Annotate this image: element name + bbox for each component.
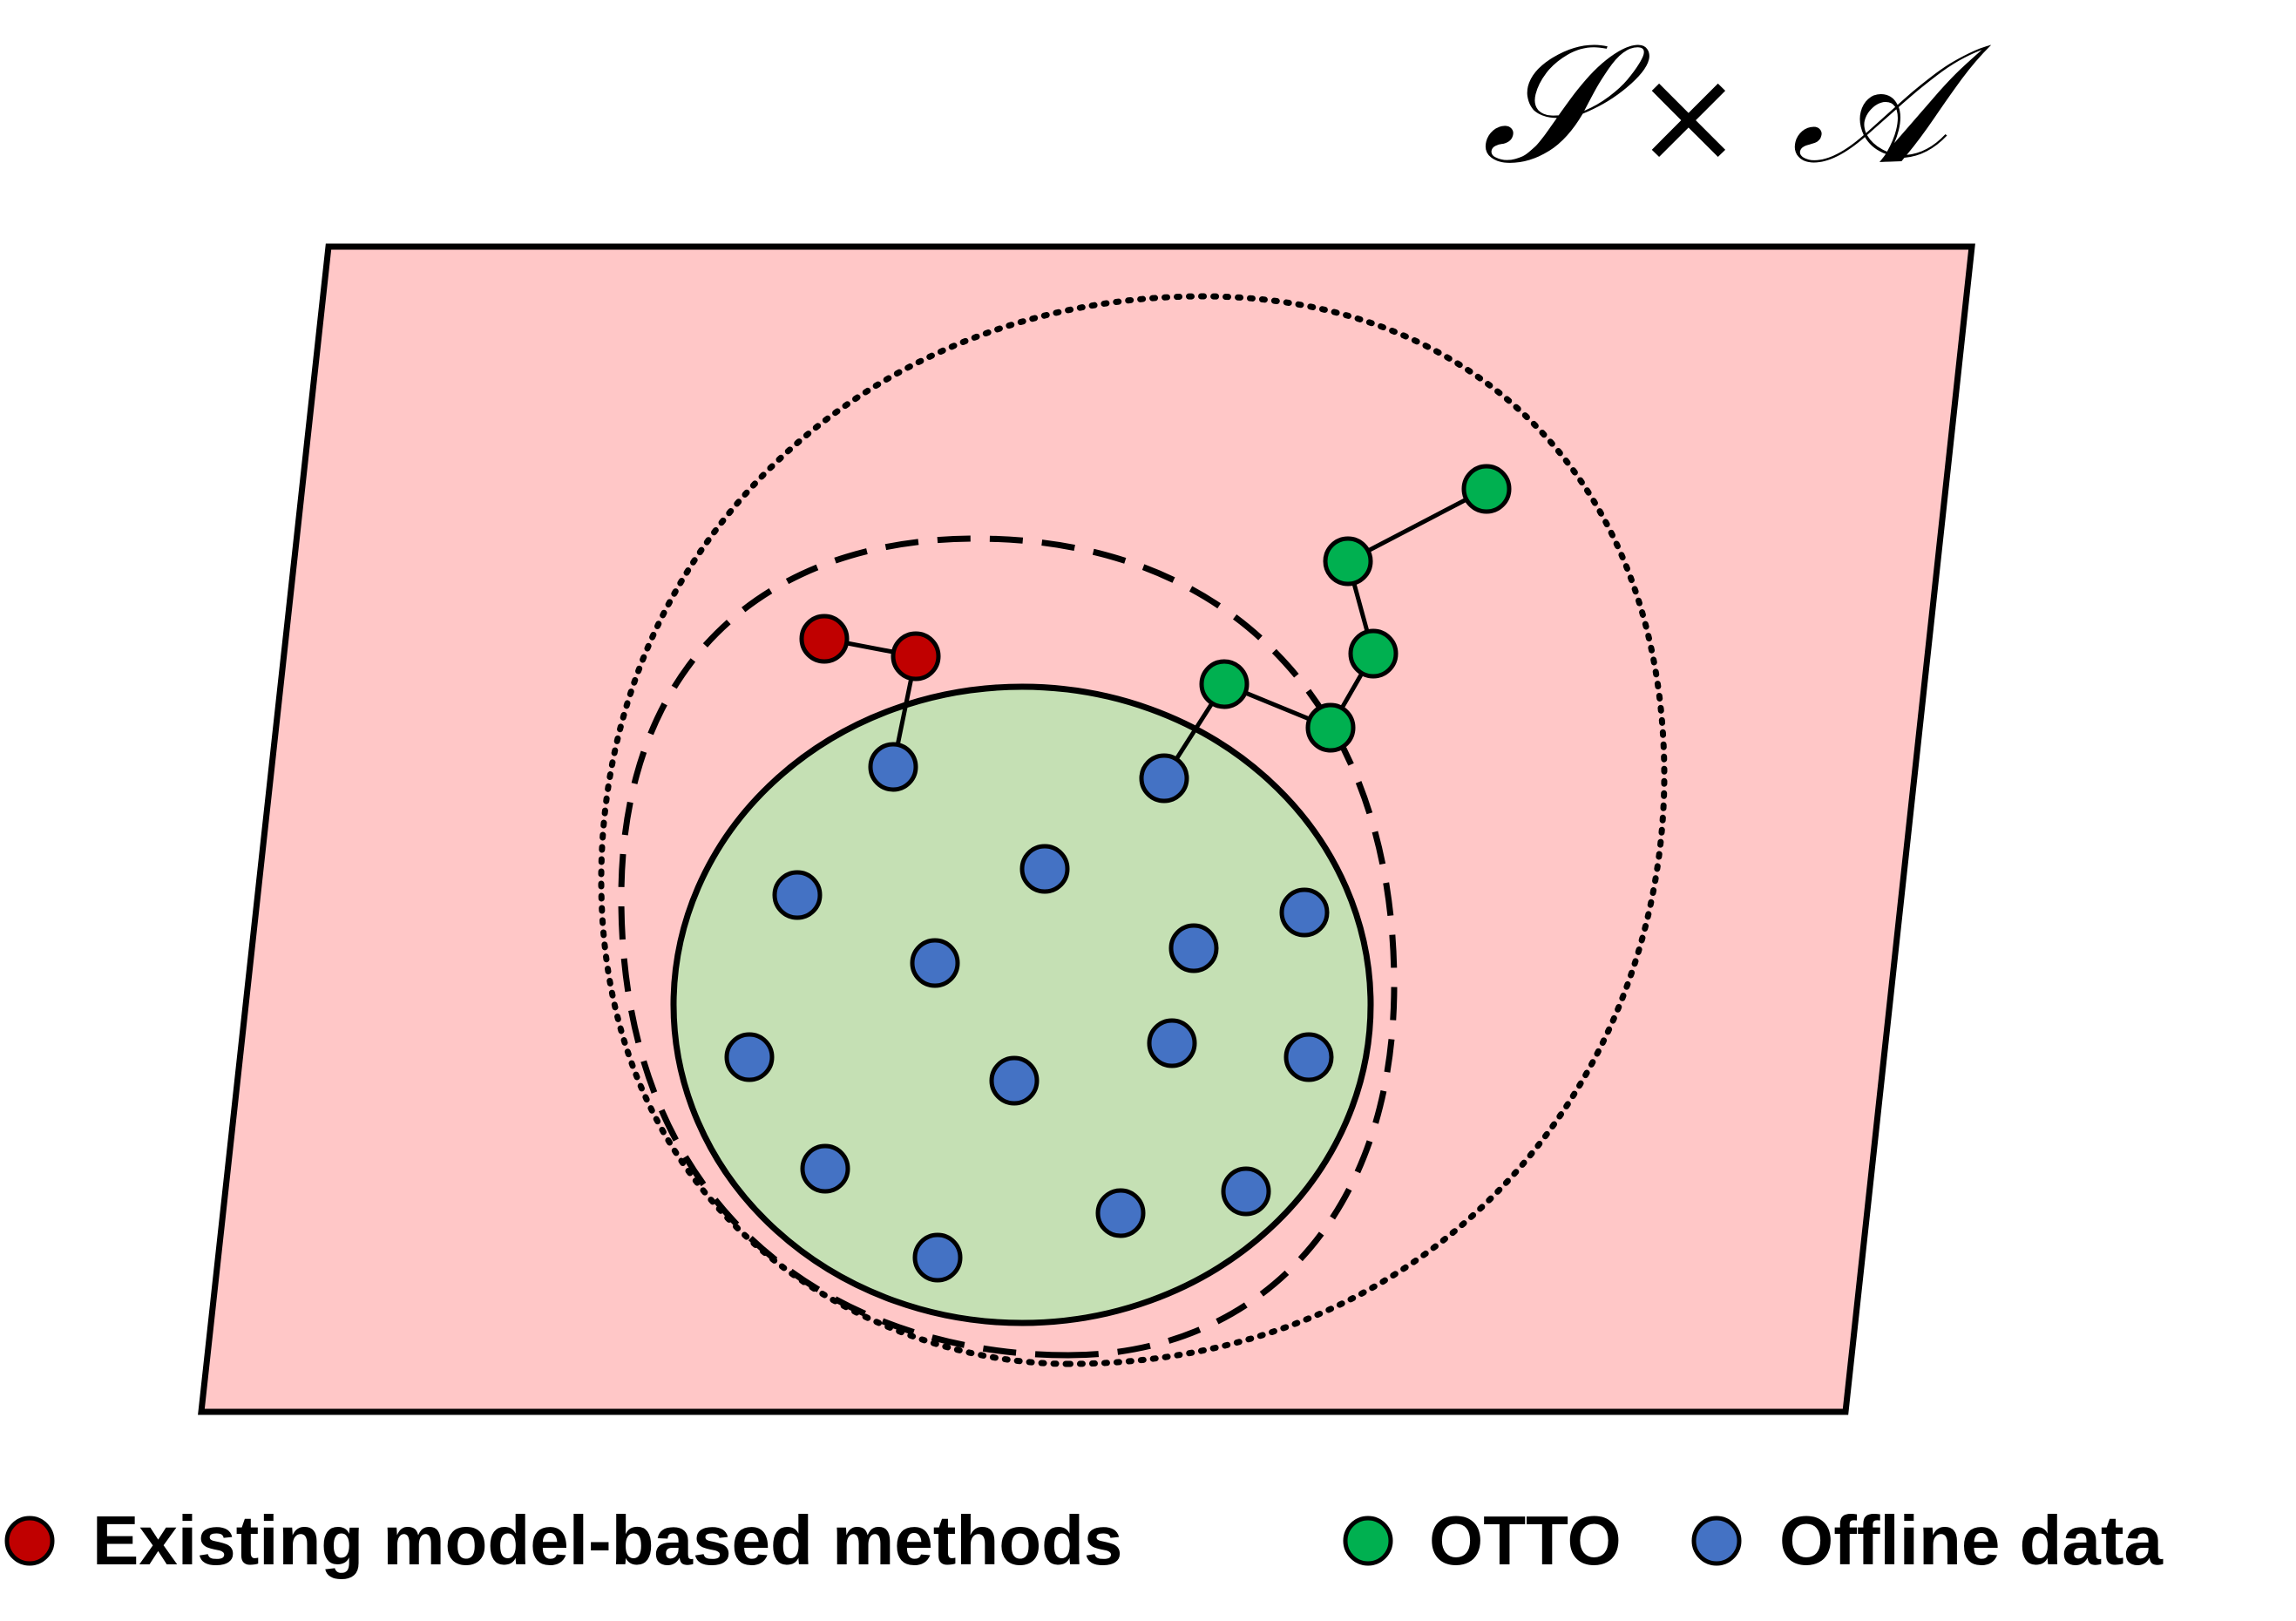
legend-existing-label: Existing model-based methods bbox=[92, 1502, 1122, 1579]
offline-point bbox=[989, 1055, 1040, 1106]
otto-point bbox=[1305, 702, 1356, 753]
existing-point bbox=[799, 614, 850, 664]
otto-point bbox=[1199, 659, 1250, 709]
offline-point bbox=[910, 938, 960, 988]
otto-point bbox=[1323, 536, 1373, 587]
state-symbol: 𝒮 bbox=[1481, 8, 1651, 200]
legend-existing-marker bbox=[4, 1516, 55, 1566]
legend-otto-marker bbox=[1343, 1516, 1393, 1566]
legend-offline-label: Offline data bbox=[1779, 1502, 2164, 1579]
offline-point bbox=[1147, 1018, 1197, 1068]
otto-points bbox=[1199, 464, 1512, 753]
legend-otto-label: OTTO bbox=[1429, 1502, 1622, 1579]
offline-point bbox=[1279, 887, 1330, 938]
legend-offline-marker bbox=[1691, 1516, 1742, 1566]
offline-point bbox=[868, 742, 918, 792]
offline-point bbox=[1019, 844, 1070, 894]
otto-boundary-dotted-curve bbox=[598, 293, 1668, 1367]
existing-method-points bbox=[799, 614, 941, 682]
offline-point bbox=[1095, 1188, 1146, 1238]
offline-point bbox=[1168, 923, 1219, 973]
offline-point bbox=[912, 1232, 963, 1283]
existing-boundary-dashed bbox=[618, 535, 1398, 1359]
offline-point bbox=[800, 1143, 850, 1194]
otto-point bbox=[1461, 464, 1512, 514]
offline-point bbox=[1283, 1032, 1334, 1082]
action-symbol: 𝒜 bbox=[1791, 8, 1992, 200]
otto-point bbox=[1348, 628, 1399, 679]
offline-point bbox=[724, 1032, 775, 1082]
existing-point bbox=[891, 631, 941, 682]
legend: Existing model-based methods OTTO Offlin… bbox=[4, 1502, 2164, 1579]
offline-point bbox=[1139, 753, 1189, 804]
offline-data-points bbox=[724, 742, 1334, 1283]
offline-point bbox=[1221, 1166, 1271, 1217]
offline-data-region bbox=[670, 683, 1374, 1326]
times-symbol: × bbox=[1634, 41, 1744, 193]
offline-point bbox=[772, 870, 823, 920]
